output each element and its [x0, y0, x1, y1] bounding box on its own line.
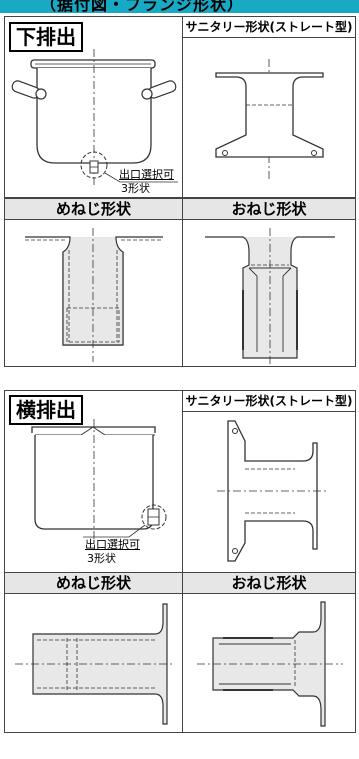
- side-shape-count-note: 3形状: [87, 552, 116, 565]
- top-title: （据付図・フランジ形状）: [40, 0, 245, 13]
- side-female-header: めねじ形状: [4, 572, 183, 594]
- bottom-male-header: おねじ形状: [182, 198, 356, 220]
- bottom-discharge-title: 下排出: [9, 22, 83, 52]
- tank-side-outlet-drawing: [31, 419, 167, 541]
- side-outlet-select-note: 出口選択可: [85, 538, 140, 551]
- side-female-drawing: [15, 603, 175, 725]
- section-bottom-discharge: 下排出 出口選択可 3形状 サニタリー形: [0, 0, 359, 370]
- shape-count-note: 3形状: [121, 182, 150, 195]
- bottom-sanitary-cell: サニタリー形状(ストレート型): [182, 16, 356, 198]
- tank-bottom-outlet-drawing: [11, 49, 178, 187]
- bottom-female-cell: [4, 219, 183, 367]
- bottom-male-cell: [182, 219, 356, 367]
- side-male-cell: [182, 593, 356, 733]
- side-discharge-tank-cell: 横排出 出口選択可 3形状: [4, 390, 183, 573]
- top-title-bar: （据付図・フランジ形状）: [0, 0, 359, 13]
- side-male-drawing: [197, 601, 343, 727]
- bottom-female-header: めねじ形状: [4, 198, 183, 220]
- sanitary-straight-drawing: [215, 59, 324, 182]
- bottom-discharge-tank-cell: 下排出 出口選択可 3形状: [4, 16, 183, 198]
- section-side-discharge: 横排出 出口選択可 3形状 サニタリー形状(ストレート型) めねじ形状 おねじ形…: [0, 360, 359, 759]
- bottom-sanitary-header: サニタリー形状(ストレート型): [183, 17, 355, 38]
- outlet-select-note: 出口選択可: [119, 168, 174, 181]
- side-male-header: おねじ形状: [182, 572, 356, 594]
- side-female-cell: [4, 593, 183, 733]
- side-sanitary-header: サニタリー形状(ストレート型): [183, 391, 355, 412]
- male-thread-drawing: [205, 228, 335, 364]
- side-discharge-title: 横排出: [9, 395, 83, 425]
- side-sanitary-cell: サニタリー形状(ストレート型): [182, 390, 356, 573]
- side-sanitary-drawing: [217, 420, 329, 562]
- female-thread-drawing: [25, 228, 163, 362]
